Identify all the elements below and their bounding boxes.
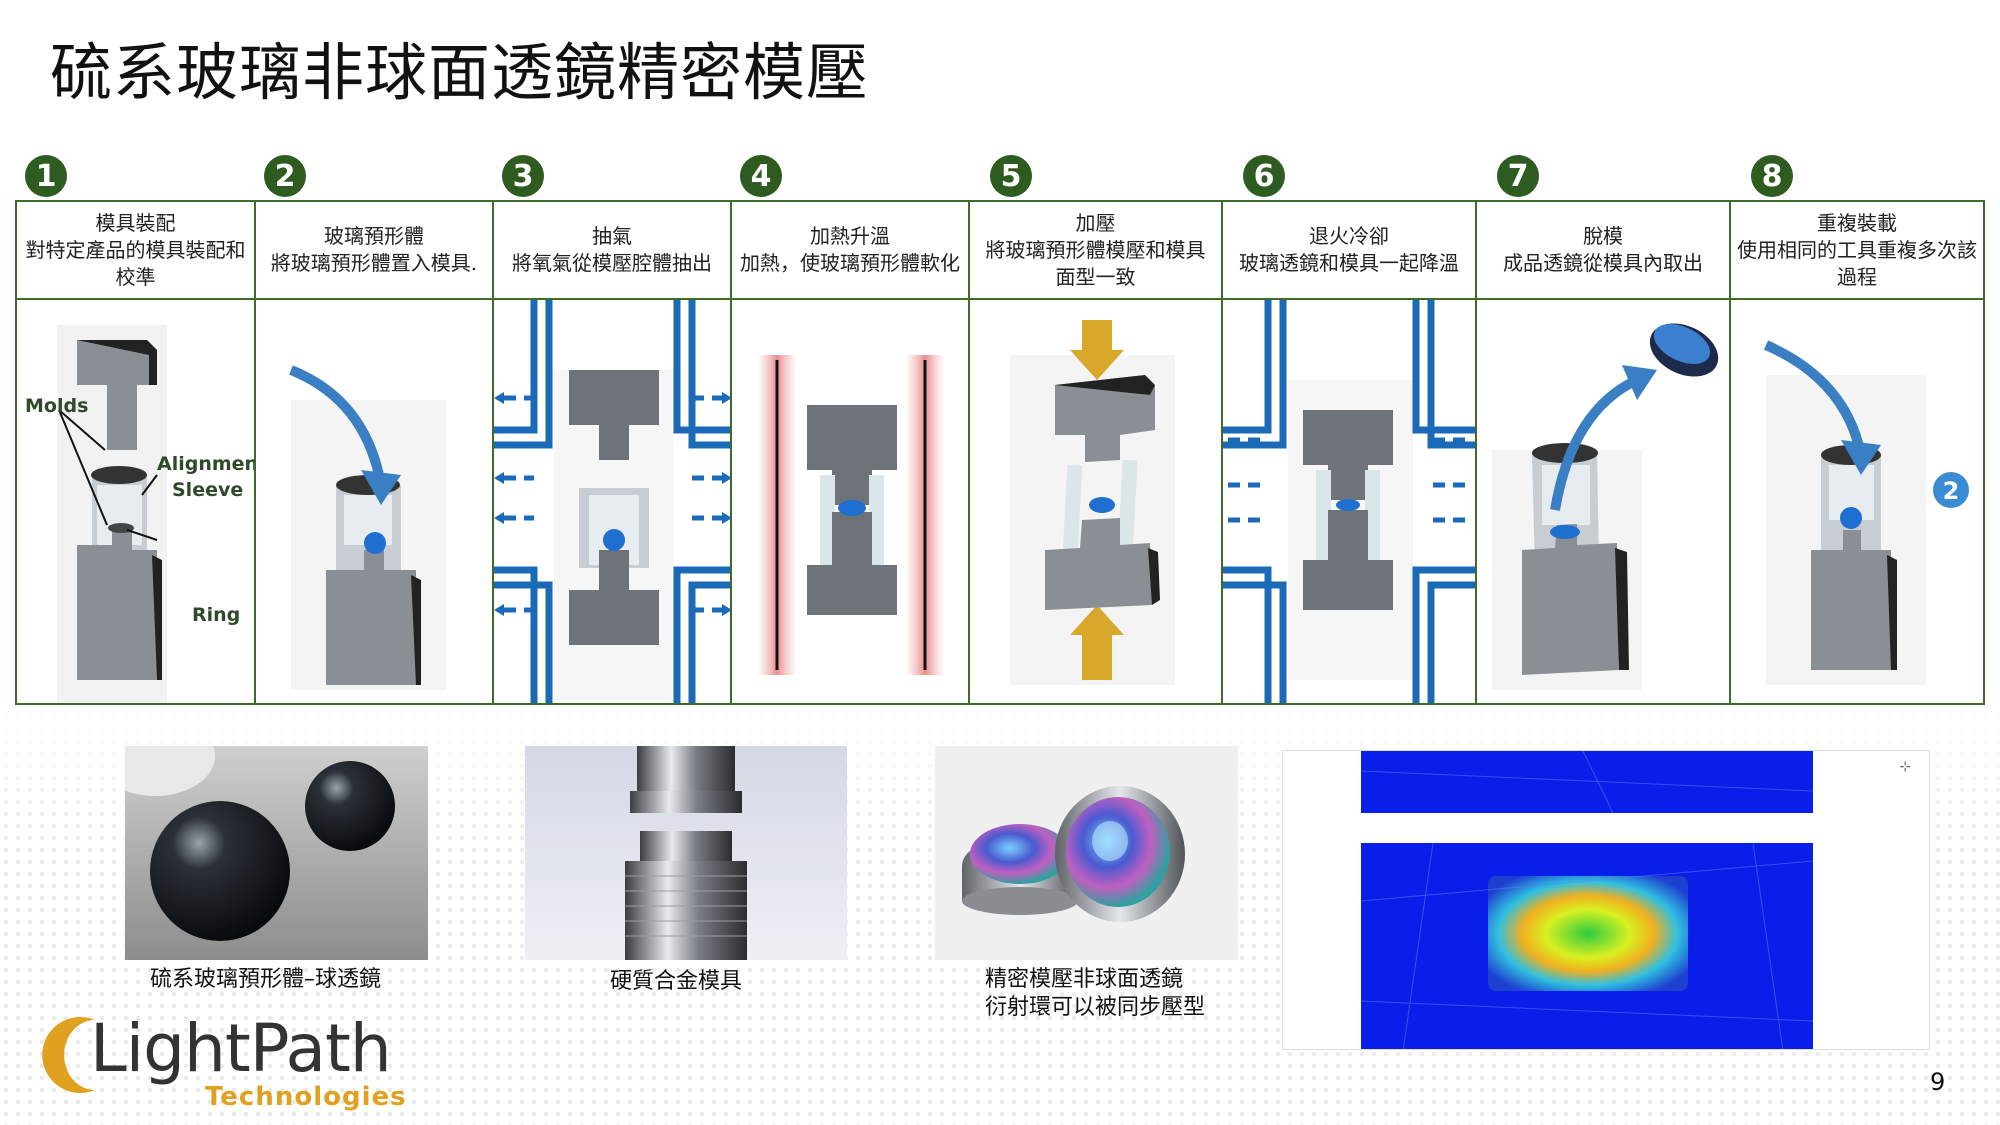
photo-carbide-mold	[525, 746, 847, 960]
fea-simulation-image: ⊹	[1282, 750, 1930, 1050]
step-title: 退火冷卻	[1309, 224, 1389, 248]
heating-diagram	[757, 355, 945, 675]
vacuum-diagram	[494, 300, 730, 703]
step-description: 將玻璃預形體模壓和模具面型一致	[985, 237, 1206, 289]
label-ring: Ring	[192, 604, 240, 626]
step-illustration	[492, 300, 730, 705]
step-illustration	[730, 300, 968, 705]
repeat-step-marker: 2	[1943, 477, 1960, 505]
logo-subtitle: Technologies	[205, 1082, 407, 1112]
axis-triad-icon: ⊹	[1899, 759, 1911, 775]
lightpath-logo: LightPath Technologies	[40, 1010, 440, 1120]
caption-lens: 精密模壓非球面透鏡 衍射環可以被同步壓型	[985, 966, 1205, 1022]
step-description: 使用相同的工具重複多次該過程	[1737, 237, 1977, 289]
photo-chalcogenide-preform-balls	[125, 746, 428, 960]
pressing-diagram	[1010, 320, 1175, 685]
step-description: 玻璃透鏡和模具一起降溫	[1239, 251, 1459, 275]
cooling-diagram	[1223, 300, 1475, 703]
step-header: 重複裝載 使用相同的工具重複多次該過程	[1729, 200, 1985, 300]
step-number-badge: 8	[1751, 155, 1793, 197]
page-title: 硫系玻璃非球面透鏡精密模壓	[50, 36, 870, 109]
caption-lens-line2: 衍射環可以被同步壓型	[985, 995, 1206, 1020]
step-number-badge: 3	[502, 155, 544, 197]
step-illustration: 2	[1729, 300, 1985, 705]
step-title: 脫模	[1583, 224, 1623, 248]
step-number-badge: 2	[264, 155, 306, 197]
step-number-badge: 7	[1497, 155, 1539, 197]
label-molds: Molds	[25, 395, 88, 417]
step-title: 抽氣	[592, 224, 632, 248]
label-sleeve: Sleeve	[172, 479, 243, 501]
step-title: 玻璃預形體	[324, 224, 424, 248]
step-header: 玻璃預形體 將玻璃預形體置入模具.	[254, 200, 492, 300]
step-header: 抽氣 將氧氣從模壓腔體抽出	[492, 200, 730, 300]
label-alignment: Alignment	[157, 453, 254, 475]
step-header: 脫模 成品透鏡從模具內取出	[1475, 200, 1729, 300]
repeat-load-diagram: 2	[1763, 340, 1969, 685]
step-number-badge: 4	[740, 155, 782, 197]
step-illustration	[968, 300, 1221, 705]
caption-lens-line1: 精密模壓非球面透鏡	[985, 967, 1184, 992]
photo-molded-aspheric-lenses	[935, 746, 1238, 960]
step-header: 加熱升溫 加熱，使玻璃預形體軟化	[730, 200, 968, 300]
step-description: 成品透鏡從模具內取出	[1503, 251, 1703, 275]
caption-mold: 硬質合金模具	[610, 969, 743, 994]
step-illustration	[1475, 300, 1729, 705]
preform-insert-diagram	[289, 365, 446, 690]
step-title: 加熱升溫	[810, 224, 890, 248]
step-illustration	[1221, 300, 1475, 705]
step-header: 模具裝配 對特定產品的模具裝配和校準	[15, 200, 254, 300]
step-number-badge: 5	[990, 155, 1032, 197]
logo-wordmark: LightPath	[90, 1010, 392, 1087]
mold-assembly-diagram: Molds Alignment Sleeve Ring	[25, 325, 254, 703]
step-header: 加壓 將玻璃預形體模壓和模具面型一致	[968, 200, 1221, 300]
logo-crescent-icon	[42, 1017, 95, 1093]
step-title: 加壓	[1075, 210, 1116, 235]
step-number-badge: 1	[25, 155, 67, 197]
step-description: 對特定產品的模具裝配和校準	[25, 237, 246, 289]
step-header: 退火冷卻 玻璃透鏡和模具一起降溫	[1221, 200, 1475, 300]
demold-diagram	[1492, 323, 1719, 690]
step-description: 加熱，使玻璃預形體軟化	[740, 251, 960, 275]
step-description: 將玻璃預形體置入模具.	[270, 251, 478, 275]
process-steps-table: 1 模具裝配 對特定產品的模具裝配和校準	[15, 155, 1985, 705]
step-illustration: Molds Alignment Sleeve Ring	[15, 300, 254, 705]
caption-preform: 硫系玻璃預形體–球透鏡	[150, 967, 382, 992]
step-illustration	[254, 300, 492, 705]
step-number-badge: 6	[1243, 155, 1285, 197]
step-title: 重複裝載	[1817, 210, 1897, 235]
step-description: 將氧氣從模壓腔體抽出	[512, 251, 712, 275]
page-number: 9	[1930, 1068, 1946, 1096]
step-title: 模具裝配	[95, 210, 176, 235]
